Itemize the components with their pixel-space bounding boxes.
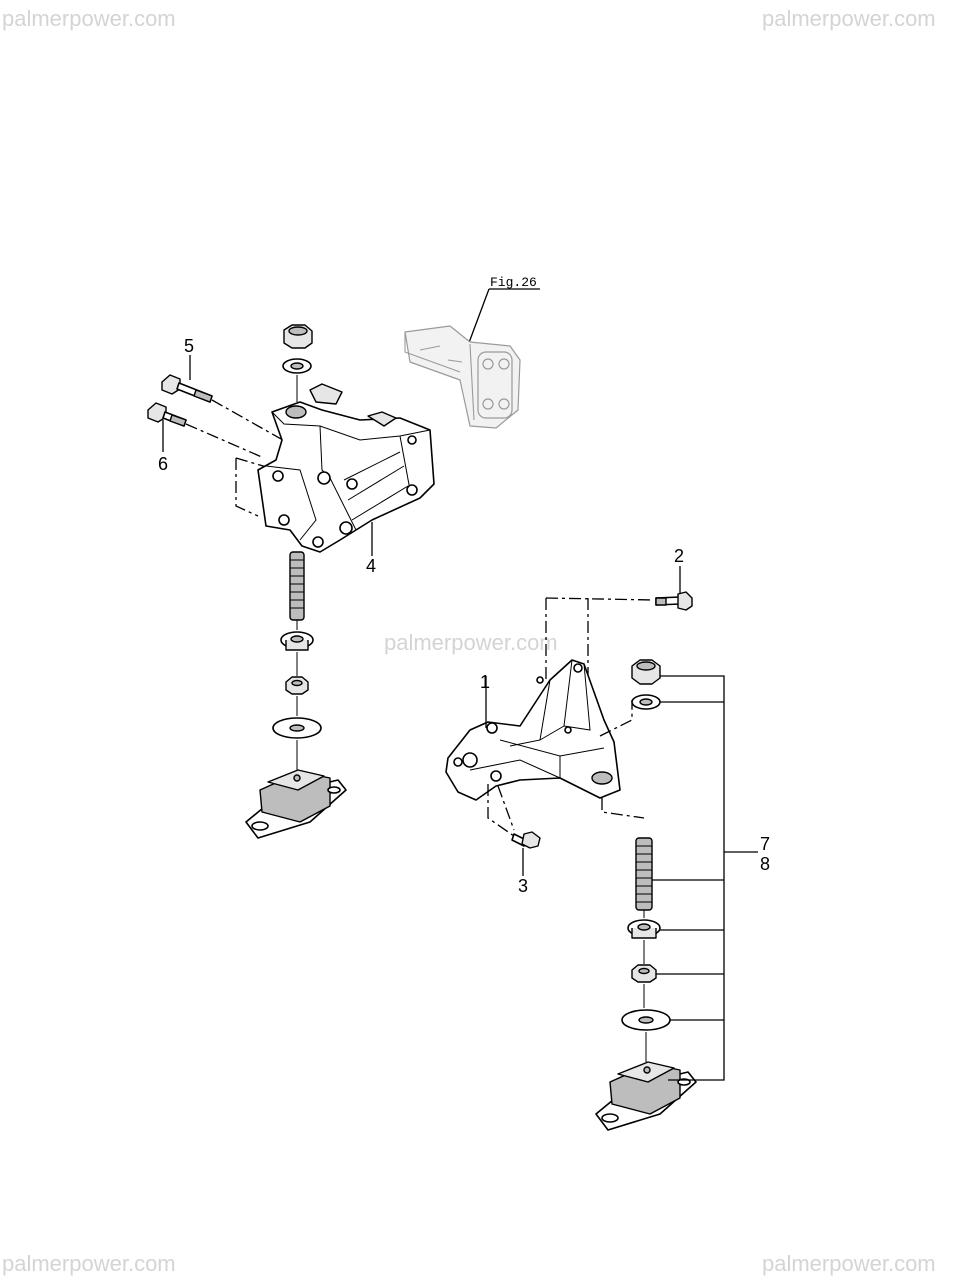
watermark-top-right: palmerpower.com (762, 6, 936, 31)
reference-bracket-ghost (404, 325, 521, 429)
right-top-nut (631, 659, 661, 685)
callout-2: 2 (674, 546, 684, 566)
callout-6: 6 (158, 454, 168, 474)
right-rubber-mount (595, 1061, 697, 1131)
left-lower-nut (285, 676, 309, 695)
fig-reference: Fig.26 (466, 275, 540, 349)
watermark-bottom-right: palmerpower.com (762, 1251, 936, 1276)
fig-reference-label: Fig.26 (490, 275, 537, 290)
bolt-3 (511, 831, 541, 849)
left-lower-washer (272, 717, 322, 739)
left-stud (289, 551, 305, 621)
left-flange-nut (280, 631, 314, 651)
engine-bracket-4 (257, 383, 435, 553)
left-top-nut (283, 324, 313, 349)
callout-7: 7 (760, 834, 770, 854)
right-flange-nut (627, 919, 661, 939)
callout-8: 8 (760, 854, 770, 874)
right-stud (635, 837, 653, 911)
engine-bracket-1 (445, 659, 621, 801)
callout-4: 4 (366, 556, 376, 576)
right-lower-washer (621, 1009, 671, 1031)
bolt-5 (161, 374, 213, 403)
watermark-top-left: palmerpower.com (2, 6, 176, 31)
left-top-washer (282, 358, 312, 374)
watermark-center: palmerpower.com (384, 630, 558, 655)
right-top-washer (631, 694, 661, 710)
left-rubber-mount (245, 769, 347, 839)
bolt-2 (655, 591, 693, 611)
callout-5: 5 (184, 336, 194, 356)
right-lower-nut (631, 964, 657, 983)
bolt-6 (147, 402, 187, 427)
callout-1: 1 (480, 672, 490, 692)
callout-7-8-leaders (652, 675, 758, 1081)
watermark-bottom-left: palmerpower.com (2, 1251, 176, 1276)
callout-3: 3 (518, 876, 528, 896)
